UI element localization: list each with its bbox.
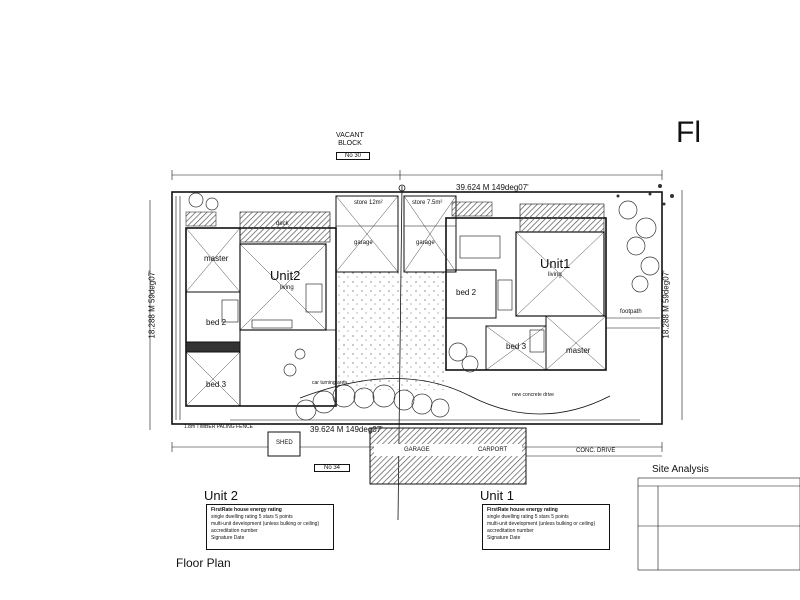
unit2-store-label: store 12m² bbox=[354, 200, 383, 206]
west-fence bbox=[175, 196, 181, 420]
site-analysis-grid bbox=[637, 477, 800, 571]
energy-rating-line2: multi-unit development (unless bulking o… bbox=[211, 521, 320, 527]
unit1-room-bed2: bed 2 bbox=[456, 288, 477, 297]
south-garage-label: GARAGE bbox=[404, 447, 430, 453]
unit2-garage-plan bbox=[335, 195, 399, 273]
unit1-living: living bbox=[548, 272, 562, 278]
south-garage-carport bbox=[369, 427, 527, 485]
shed-outline bbox=[267, 431, 301, 457]
south-lot-number: No 34 bbox=[314, 464, 350, 472]
energy-rating-line1: single dwelling rating 5 stars 5 points bbox=[487, 514, 569, 520]
unit2-corner-hatch bbox=[185, 211, 217, 227]
unit1-side-hatch bbox=[451, 201, 493, 217]
unit1-room-bed3: bed 3 bbox=[506, 342, 527, 351]
unit1-heading: Unit 1 bbox=[480, 488, 514, 503]
garden-shrubs bbox=[188, 192, 660, 421]
unit1-store-label: store 7.5m² bbox=[412, 200, 443, 206]
energy-rating-line3: accreditation number bbox=[211, 528, 258, 534]
unit1-deck-hatch bbox=[519, 203, 605, 233]
energy-rating-title: FirstRate house energy rating bbox=[211, 507, 282, 513]
energy-rating-line4: Signature Date bbox=[211, 535, 245, 541]
site-boundary bbox=[171, 191, 663, 425]
unit2-deck-hatch bbox=[239, 211, 331, 243]
concrete-drive-curve bbox=[299, 378, 611, 415]
conc-drive-label: CONC. DRIVE bbox=[576, 448, 616, 454]
energy-rating-title: FirstRate house energy rating bbox=[487, 507, 558, 513]
new-drive-label: new concrete drive bbox=[512, 392, 554, 398]
west-boundary-label: 18.288 M 59deg07' bbox=[147, 270, 157, 339]
central-courtyard bbox=[338, 272, 446, 390]
unit1-footpath bbox=[606, 317, 660, 329]
fence-label: 1.8m TIMBER PALING FENCE bbox=[184, 424, 253, 430]
dense-planting bbox=[616, 184, 674, 206]
unit2-heading: Unit 2 bbox=[204, 488, 238, 503]
south-carport-label: CARPORT bbox=[478, 447, 508, 453]
energy-rating-line2: multi-unit development (unless bulking o… bbox=[487, 521, 596, 527]
unit2-room-bed3: bed 3 bbox=[206, 380, 227, 389]
unit2-energy-rating-panel: FirstRate house energy rating single dwe… bbox=[206, 504, 334, 550]
vacant-block-label: VACANT BLOCK bbox=[336, 132, 364, 147]
unit2-name: Unit2 bbox=[270, 268, 301, 283]
unit2-deck-label: deck bbox=[276, 221, 289, 227]
north-boundary-label: 39.624 M 149deg07' bbox=[456, 183, 529, 192]
unit1-room-master: master bbox=[566, 346, 591, 355]
energy-rating-line3: accreditation number bbox=[487, 528, 534, 534]
unit1-footpath-label: footpath bbox=[620, 309, 642, 315]
unit2-room-bed2: bed 2 bbox=[206, 318, 227, 327]
top-dimension-line bbox=[171, 170, 663, 180]
site-analysis-caption: Site Analysis bbox=[652, 464, 709, 475]
unit2-room-master: master bbox=[204, 254, 229, 263]
unit1-garage-plan bbox=[403, 195, 457, 273]
unit2-living: living bbox=[280, 285, 294, 291]
unit1-garage-label: garage bbox=[416, 240, 435, 246]
south-boundary-label: 39.624 M 149deg07' bbox=[310, 425, 383, 434]
unit1-name: Unit1 bbox=[540, 256, 571, 271]
unit1-energy-rating-panel: FirstRate house energy rating single dwe… bbox=[482, 504, 610, 550]
energy-rating-line4: Signature Date bbox=[487, 535, 521, 541]
floor-plan-caption: Floor Plan bbox=[176, 556, 231, 570]
car-turning-label: car turning area bbox=[312, 380, 348, 386]
east-boundary-label: 18.288 M 59deg07' bbox=[661, 270, 671, 339]
corner-title-letters: Fl bbox=[676, 116, 701, 149]
vacant-lot-number: No 30 bbox=[336, 152, 370, 160]
unit2-garage-label: garage bbox=[354, 240, 373, 246]
energy-rating-line1: single dwelling rating 5 stars 5 points bbox=[211, 514, 293, 520]
shed-label: SHED bbox=[276, 440, 293, 446]
north-reference-marker bbox=[398, 184, 406, 192]
